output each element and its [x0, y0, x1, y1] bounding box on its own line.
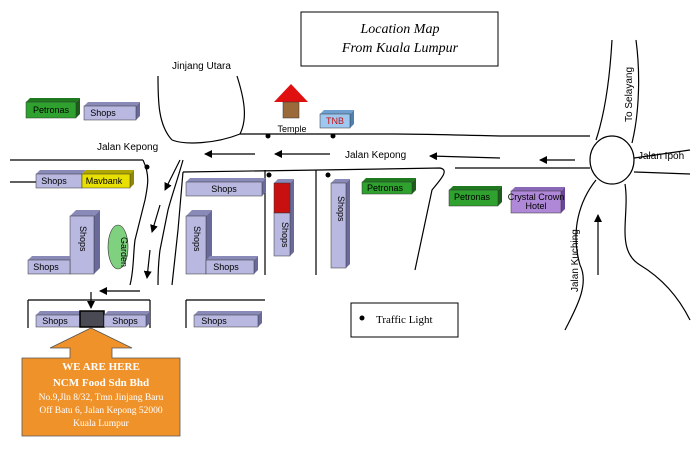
title-line-1: Location Map: [360, 22, 440, 37]
road-left-vertical-right: [157, 159, 184, 286]
petronas-right: Petronas: [448, 186, 502, 207]
shops-bottom-2-label: Shops: [112, 316, 138, 326]
traffic-light-2: [330, 133, 336, 139]
road-jalan-kuching-right: [624, 183, 691, 321]
label-jalan-kepong-mid: Jalan Kepong: [345, 150, 406, 161]
road-jinjang-utara-right: [236, 75, 246, 135]
shops-left-block: Shops Shops: [27, 210, 100, 275]
shops-bottom-3-label: Shops: [201, 316, 227, 326]
garden: Garden: [107, 224, 129, 270]
label-jalan-ipoh: Jalan Ipoh: [638, 151, 684, 162]
road-jinjang-utara-left: [157, 75, 173, 141]
shops-red-tower: Shops: [273, 179, 294, 257]
maybank: Mavbank: [81, 170, 134, 189]
shops-left-bottom-label: Shops: [33, 262, 59, 272]
petronas-top: Petronas: [25, 98, 80, 119]
traffic-light-4: [266, 172, 272, 178]
road-to-selayang-right: [631, 39, 640, 144]
arrow-5: [164, 159, 181, 191]
callout-address-3: Kuala Lumpur: [73, 419, 130, 429]
direction-arrows: [87, 150, 602, 309]
road-jalan-ipoh-top: [633, 149, 691, 159]
callout-address-1: No.9,Jln 8/32, Tmn Jinjang Baru: [39, 393, 164, 403]
roundabout: [589, 135, 635, 185]
road-jalan-kepong-top: [171, 133, 590, 144]
crystal-crown-line2: Hotel: [525, 201, 546, 211]
petronas-mid-label: Petronas: [367, 183, 404, 193]
legend-traffic-light-icon: [359, 315, 365, 321]
shops-row1: Shops: [35, 170, 86, 189]
label-jalan-kepong-left: Jalan Kepong: [97, 142, 158, 153]
road-to-selayang-left: [595, 39, 613, 141]
traffic-light-3: [144, 164, 150, 170]
garden-label: Garden: [119, 237, 129, 267]
crystal-crown-hotel: Crystal Crown Hotel: [508, 187, 565, 214]
shops-top: Shops: [83, 102, 140, 121]
traffic-lights: [144, 133, 336, 178]
shops-top-label: Shops: [90, 108, 116, 118]
shops-bottom-row: Shops Shops Shops: [35, 310, 262, 328]
title-box: Location Map From Kuala Lumpur: [300, 11, 499, 67]
label-to-selayang: To Selayang: [624, 67, 635, 122]
road-left-vertical-left: [129, 159, 149, 286]
tnb-label: TNB: [326, 116, 344, 126]
title-line-2: From Kuala Lumpur: [341, 41, 459, 56]
shops-center-bottom-label: Shops: [213, 262, 239, 272]
road-center-left: [171, 171, 184, 286]
label-jinjang-utara: Jinjang Utara: [172, 61, 231, 72]
shops-bottom-1-label: Shops: [42, 316, 68, 326]
we-are-here-callout: WE ARE HERE NCM Food Sdn Bhd No.9,Jln 8/…: [21, 327, 181, 437]
road-jalan-kuching-left: [564, 179, 597, 331]
tnb: TNB: [319, 110, 354, 129]
road-main-bottom: [182, 167, 445, 271]
road-jalan-ipoh-bottom: [633, 171, 691, 175]
shops-vertical-center-label: Shops: [192, 226, 202, 252]
shops-center-block: Shops Shops: [185, 210, 258, 275]
petronas-top-label: Petronas: [33, 105, 70, 115]
arrow-6: [150, 204, 161, 233]
temple-label: Temple: [277, 124, 306, 134]
callout-company: NCM Food Sdn Bhd: [53, 377, 149, 389]
legend-traffic-light-label: Traffic Light: [376, 314, 433, 326]
petronas-right-label: Petronas: [454, 192, 491, 202]
temple: Temple: [274, 84, 308, 134]
shops-row1-label: Shops: [41, 176, 67, 186]
arrow-2: [429, 152, 501, 161]
shops-red-tower-label: Shops: [280, 222, 290, 248]
arrow-7: [143, 249, 152, 279]
shops-tall-right: Shops: [330, 179, 350, 269]
callout-address-2: Off Batu 6, Jalan Kepong 52000: [39, 405, 163, 416]
maybank-label: Mavbank: [86, 176, 123, 186]
road-network: [10, 39, 691, 331]
traffic-light-1: [265, 133, 271, 139]
petronas-mid: Petronas: [361, 178, 416, 195]
shops-tall-right-label: Shops: [336, 196, 346, 222]
ncm-location-marker: [79, 310, 105, 328]
label-jalan-kuching: Jalan Kuching: [570, 229, 581, 292]
callout-heading: WE ARE HERE: [62, 361, 140, 373]
shops-mid: Shops: [185, 178, 266, 197]
shops-mid-label: Shops: [211, 184, 237, 194]
legend-box: Traffic Light: [350, 302, 459, 338]
shops-vertical-left-label: Shops: [78, 226, 88, 252]
traffic-light-5: [325, 172, 331, 178]
crystal-crown-line1: Crystal Crown: [508, 192, 565, 202]
